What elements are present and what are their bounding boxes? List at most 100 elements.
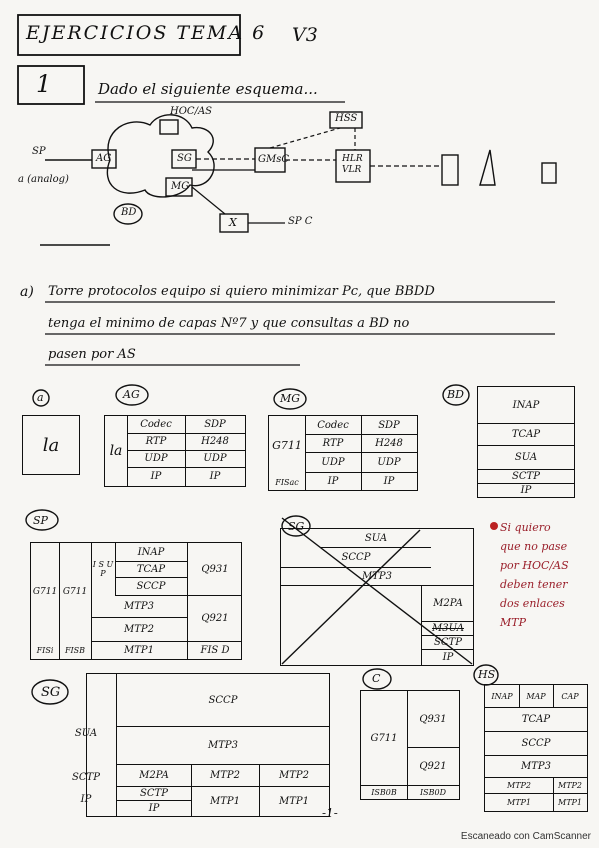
- ag-rtp: RTP: [127, 433, 186, 451]
- hoc-label: HOC/AS: [170, 106, 213, 117]
- sg2-mtp3: MTP3: [117, 726, 329, 765]
- hs-cap: CAP: [553, 685, 587, 708]
- page-title: EJERCICIOS TEMA 6: [26, 22, 267, 44]
- ag-udp-1: UDP: [127, 450, 186, 468]
- note-line-3: por HOC/AS: [500, 559, 569, 572]
- gmsc-label: GMsC: [258, 154, 290, 165]
- exercise-intro: Dado el siguiente esquema...: [98, 80, 318, 98]
- hs-tcap: TCAP: [485, 707, 587, 732]
- sp-tcap: TCAP: [115, 561, 187, 578]
- page-number: -1-: [322, 806, 338, 820]
- stack-c-label: C: [372, 672, 381, 685]
- sp-isup: I S U P: [91, 543, 116, 595]
- mg-side: G711: [269, 416, 306, 474]
- hs-map: MAP: [519, 685, 554, 708]
- bd-sua: SUA: [478, 445, 574, 470]
- sp-g711-2: G711: [59, 543, 92, 641]
- question-part: a): [20, 284, 34, 300]
- hs-mtp3: MTP3: [485, 755, 587, 778]
- pc-label: SP C: [288, 216, 313, 227]
- sp-left-label: SP: [32, 146, 46, 157]
- sgx-m2pa: M2PA: [421, 585, 474, 622]
- sp-q931: Q931: [187, 543, 242, 596]
- stack-bd: INAP TCAP SUA SCTP IP: [477, 386, 575, 498]
- bd-inap: INAP: [478, 387, 574, 424]
- hs-inap: INAP: [485, 685, 520, 708]
- sgx-ip: IP: [421, 649, 474, 665]
- sg2-mtp1: MTP1: [191, 786, 260, 816]
- stack-hs-label: HS: [478, 668, 496, 681]
- stack-hs: INAP MAP CAP TCAP SCCP MTP3 MTP2 MTP2 MT…: [484, 684, 588, 812]
- stack-mg-label: MG: [280, 392, 301, 405]
- mg-foot: FISac: [269, 474, 306, 490]
- hs-mtp1: MTP1: [485, 793, 554, 811]
- sp-fisd: FIS D: [187, 641, 242, 659]
- sg2-mtp2b: MTP2: [259, 764, 329, 787]
- sgx-sua: SUA: [321, 529, 431, 548]
- analog-label: a (analog): [18, 174, 69, 185]
- sg2-sua: SUA: [74, 727, 98, 739]
- c-isb0b: ISB0B: [361, 785, 408, 799]
- mg-udp-1: UDP: [305, 452, 362, 473]
- ag-h248: H248: [185, 433, 245, 451]
- sp-inap: INAP: [115, 543, 187, 562]
- sg2-m2pa: M2PA: [117, 764, 192, 787]
- hs-mtp2b: MTP2: [553, 777, 587, 794]
- stack-a-label: a: [37, 391, 44, 404]
- question-line-1: Torre protocolos equipo si quiero minimi…: [48, 284, 435, 299]
- c-q931: Q931: [407, 691, 459, 748]
- stack-sp: G711 FISi G711 FISB I S U P INAP TCAP SC…: [30, 542, 242, 660]
- sg2-mtp1b: MTP1: [279, 795, 309, 807]
- stack-ag: la Codec SDP RTP H248 UDP UDP IP IP: [104, 415, 246, 487]
- mg-rtp: RTP: [305, 434, 362, 453]
- sp-q921: Q921: [187, 595, 242, 642]
- stack-a-cell: la: [42, 434, 60, 456]
- ag-udp-2: UDP: [185, 450, 245, 468]
- note-line-4: deben tener: [500, 578, 568, 591]
- sp-sccp: SCCP: [115, 577, 187, 596]
- c-isb0d: ISB0D: [419, 787, 447, 797]
- hs-sccp: SCCP: [485, 731, 587, 756]
- scanner-footer: Escaneado con CamScanner: [460, 831, 591, 842]
- bd-sctp: SCTP: [478, 469, 574, 484]
- mg-codec: Codec: [305, 416, 362, 435]
- ag-sdp: SDP: [185, 416, 245, 434]
- bd-label: BD: [121, 207, 137, 218]
- note-line-5: dos enlaces: [500, 597, 565, 610]
- bd-ip: IP: [520, 484, 532, 496]
- sp-g711-1: G711: [31, 543, 60, 641]
- sg2-sctp-inner: SCTP: [117, 786, 192, 801]
- stack-bd-label: BD: [447, 388, 464, 401]
- sg2-mtp2: MTP2: [191, 764, 260, 787]
- question-line-3: pasen por AS: [48, 347, 136, 362]
- stack-ag-label: AG: [123, 388, 140, 401]
- sg2-sccp: SCCP: [117, 674, 329, 727]
- note-line-6: MTP: [500, 616, 527, 629]
- stack-sg2-label: SG: [41, 685, 61, 700]
- stack-sg-crossed-label: SG: [288, 520, 305, 533]
- sgx-sccp: SCCP: [281, 547, 431, 568]
- hs-mtp2: MTP2: [485, 777, 554, 794]
- sgx-m3ua: M3UA: [421, 621, 474, 636]
- hlr-label: HLR VLR: [342, 154, 363, 175]
- bd-tcap: TCAP: [478, 423, 574, 446]
- mg-h248: H248: [361, 434, 417, 453]
- c-g711: G711: [361, 691, 408, 786]
- sg2-ip: IP: [80, 793, 92, 805]
- stack-a: la: [22, 415, 80, 475]
- ag-label: AG: [96, 153, 112, 164]
- stack-c: G711 Q931 Q921 ISB0B ISB0D: [360, 690, 460, 800]
- note-line-2: que no pase: [500, 540, 568, 553]
- stack-sg2: SCCP MTP3 M2PA MTP2 MTP2 SCTP IP MTP1 MT…: [86, 673, 330, 817]
- note-line-1: Si quiero: [500, 521, 551, 534]
- stack-mg: G711 FISac Codec SDP RTP H248 UDP UDP IP…: [268, 415, 418, 491]
- ag-ip-2: IP: [209, 471, 221, 482]
- stack-sg-crossed: SUA SCCP MTP3 M2PA M3UA SCTP IP: [280, 528, 474, 666]
- hs-mtp1b: MTP1: [558, 797, 582, 807]
- sg2-sctp: SCTP: [72, 771, 100, 783]
- sp-fis-1: FISi: [31, 641, 60, 659]
- sp-mtp1: MTP1: [124, 644, 154, 656]
- sgx-sctp: SCTP: [421, 635, 474, 650]
- sgx-mtp3: MTP3: [281, 567, 473, 586]
- ag-codec: Codec: [127, 416, 186, 434]
